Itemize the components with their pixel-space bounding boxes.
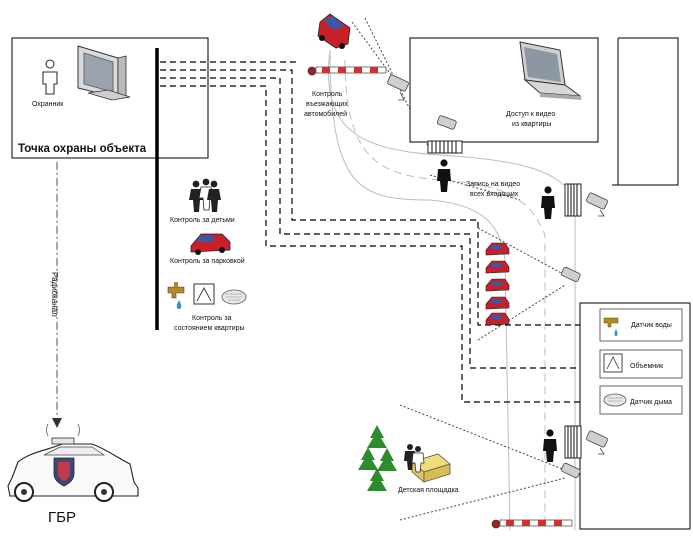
parked-car-icon — [485, 278, 510, 292]
water-sensor-icon — [603, 317, 619, 336]
children-control-label: Контроль за детьми — [170, 217, 235, 224]
faucet-icon — [167, 282, 185, 309]
entry-barrier-icon — [307, 66, 387, 76]
turnstile-icon — [427, 140, 463, 154]
parked-car-icon — [485, 296, 510, 310]
parking-car-icon — [190, 233, 231, 255]
view-line — [477, 227, 566, 276]
entrance-gate-icon — [564, 425, 582, 459]
monitor-icon — [77, 45, 131, 101]
trees-icon — [358, 425, 397, 491]
parking-control-label: Контроль за парковкой — [170, 257, 245, 265]
parking-camera-icon — [560, 266, 581, 283]
person-icon — [541, 186, 555, 219]
door-camera-icon — [436, 115, 457, 130]
parked-car-icon — [485, 260, 510, 274]
view-line — [399, 404, 566, 471]
building-upper-right — [612, 37, 679, 186]
patrol-car-icon — [7, 423, 139, 502]
water-sensor-label: Датчик воды — [631, 322, 672, 329]
view-line — [351, 21, 396, 81]
entrance-camera-icon — [586, 430, 608, 455]
cable — [160, 69, 580, 326]
volume-sensor-label: Объемник — [630, 362, 664, 370]
guard-icon — [42, 59, 58, 95]
sensor-box-water — [599, 308, 683, 342]
patrol-label: ГБР — [48, 509, 76, 526]
smoke-detector-icon — [221, 289, 247, 305]
entrance-camera-icon — [586, 192, 608, 217]
apartment-access-label-1: Доступ к видео — [506, 111, 555, 118]
entry-control-label-1: Контроль — [312, 91, 343, 98]
radio-channel-label: Радиоканал — [50, 272, 59, 317]
apartment-control-label-2: состоянием квартиры — [174, 325, 245, 332]
entrance-gate-icon — [564, 183, 582, 217]
apartment-access-label-2: из квартиры — [512, 121, 551, 128]
volume-sensor-icon — [603, 353, 623, 373]
entry-recording-label-2: всех входящих — [470, 191, 519, 198]
view-line — [399, 477, 566, 521]
smoke-sensor-label: Датчик дыма — [630, 399, 672, 406]
smoke-sensor-icon — [603, 393, 627, 407]
children-icon — [189, 178, 221, 212]
motion-sensor-icon — [193, 283, 215, 305]
entry-recording-label-1: Запись на видео — [466, 181, 520, 188]
laptop-icon — [519, 41, 582, 100]
playground-children-icon — [404, 444, 425, 473]
exit-barrier-icon — [491, 519, 573, 529]
entry-camera-icon — [387, 74, 409, 101]
road-edge-outer — [328, 49, 576, 530]
view-line — [477, 284, 566, 341]
playground-camera-icon — [560, 462, 581, 479]
parked-car-icon — [485, 312, 510, 326]
cable — [160, 77, 580, 369]
apartment-control-label-1: Контроль за — [192, 315, 232, 322]
radio-arrow-icon — [52, 418, 62, 428]
view-line — [429, 174, 521, 201]
parked-car-icon — [485, 242, 510, 256]
road-edge-inner — [329, 49, 511, 531]
guard-label: Охранник — [32, 101, 64, 108]
entering-car-icon — [317, 13, 351, 49]
playground-label: Детская площадка — [398, 487, 459, 494]
entry-control-label-3: автомобилей — [304, 110, 347, 118]
entry-control-label-2: въезжающих — [306, 101, 348, 108]
cable — [160, 85, 580, 403]
person-icon — [437, 159, 451, 192]
person-icon — [543, 429, 557, 462]
parked-cars — [485, 242, 510, 326]
cable-runs — [160, 61, 580, 403]
security-post-title: Точка охраны объекта — [18, 143, 147, 155]
